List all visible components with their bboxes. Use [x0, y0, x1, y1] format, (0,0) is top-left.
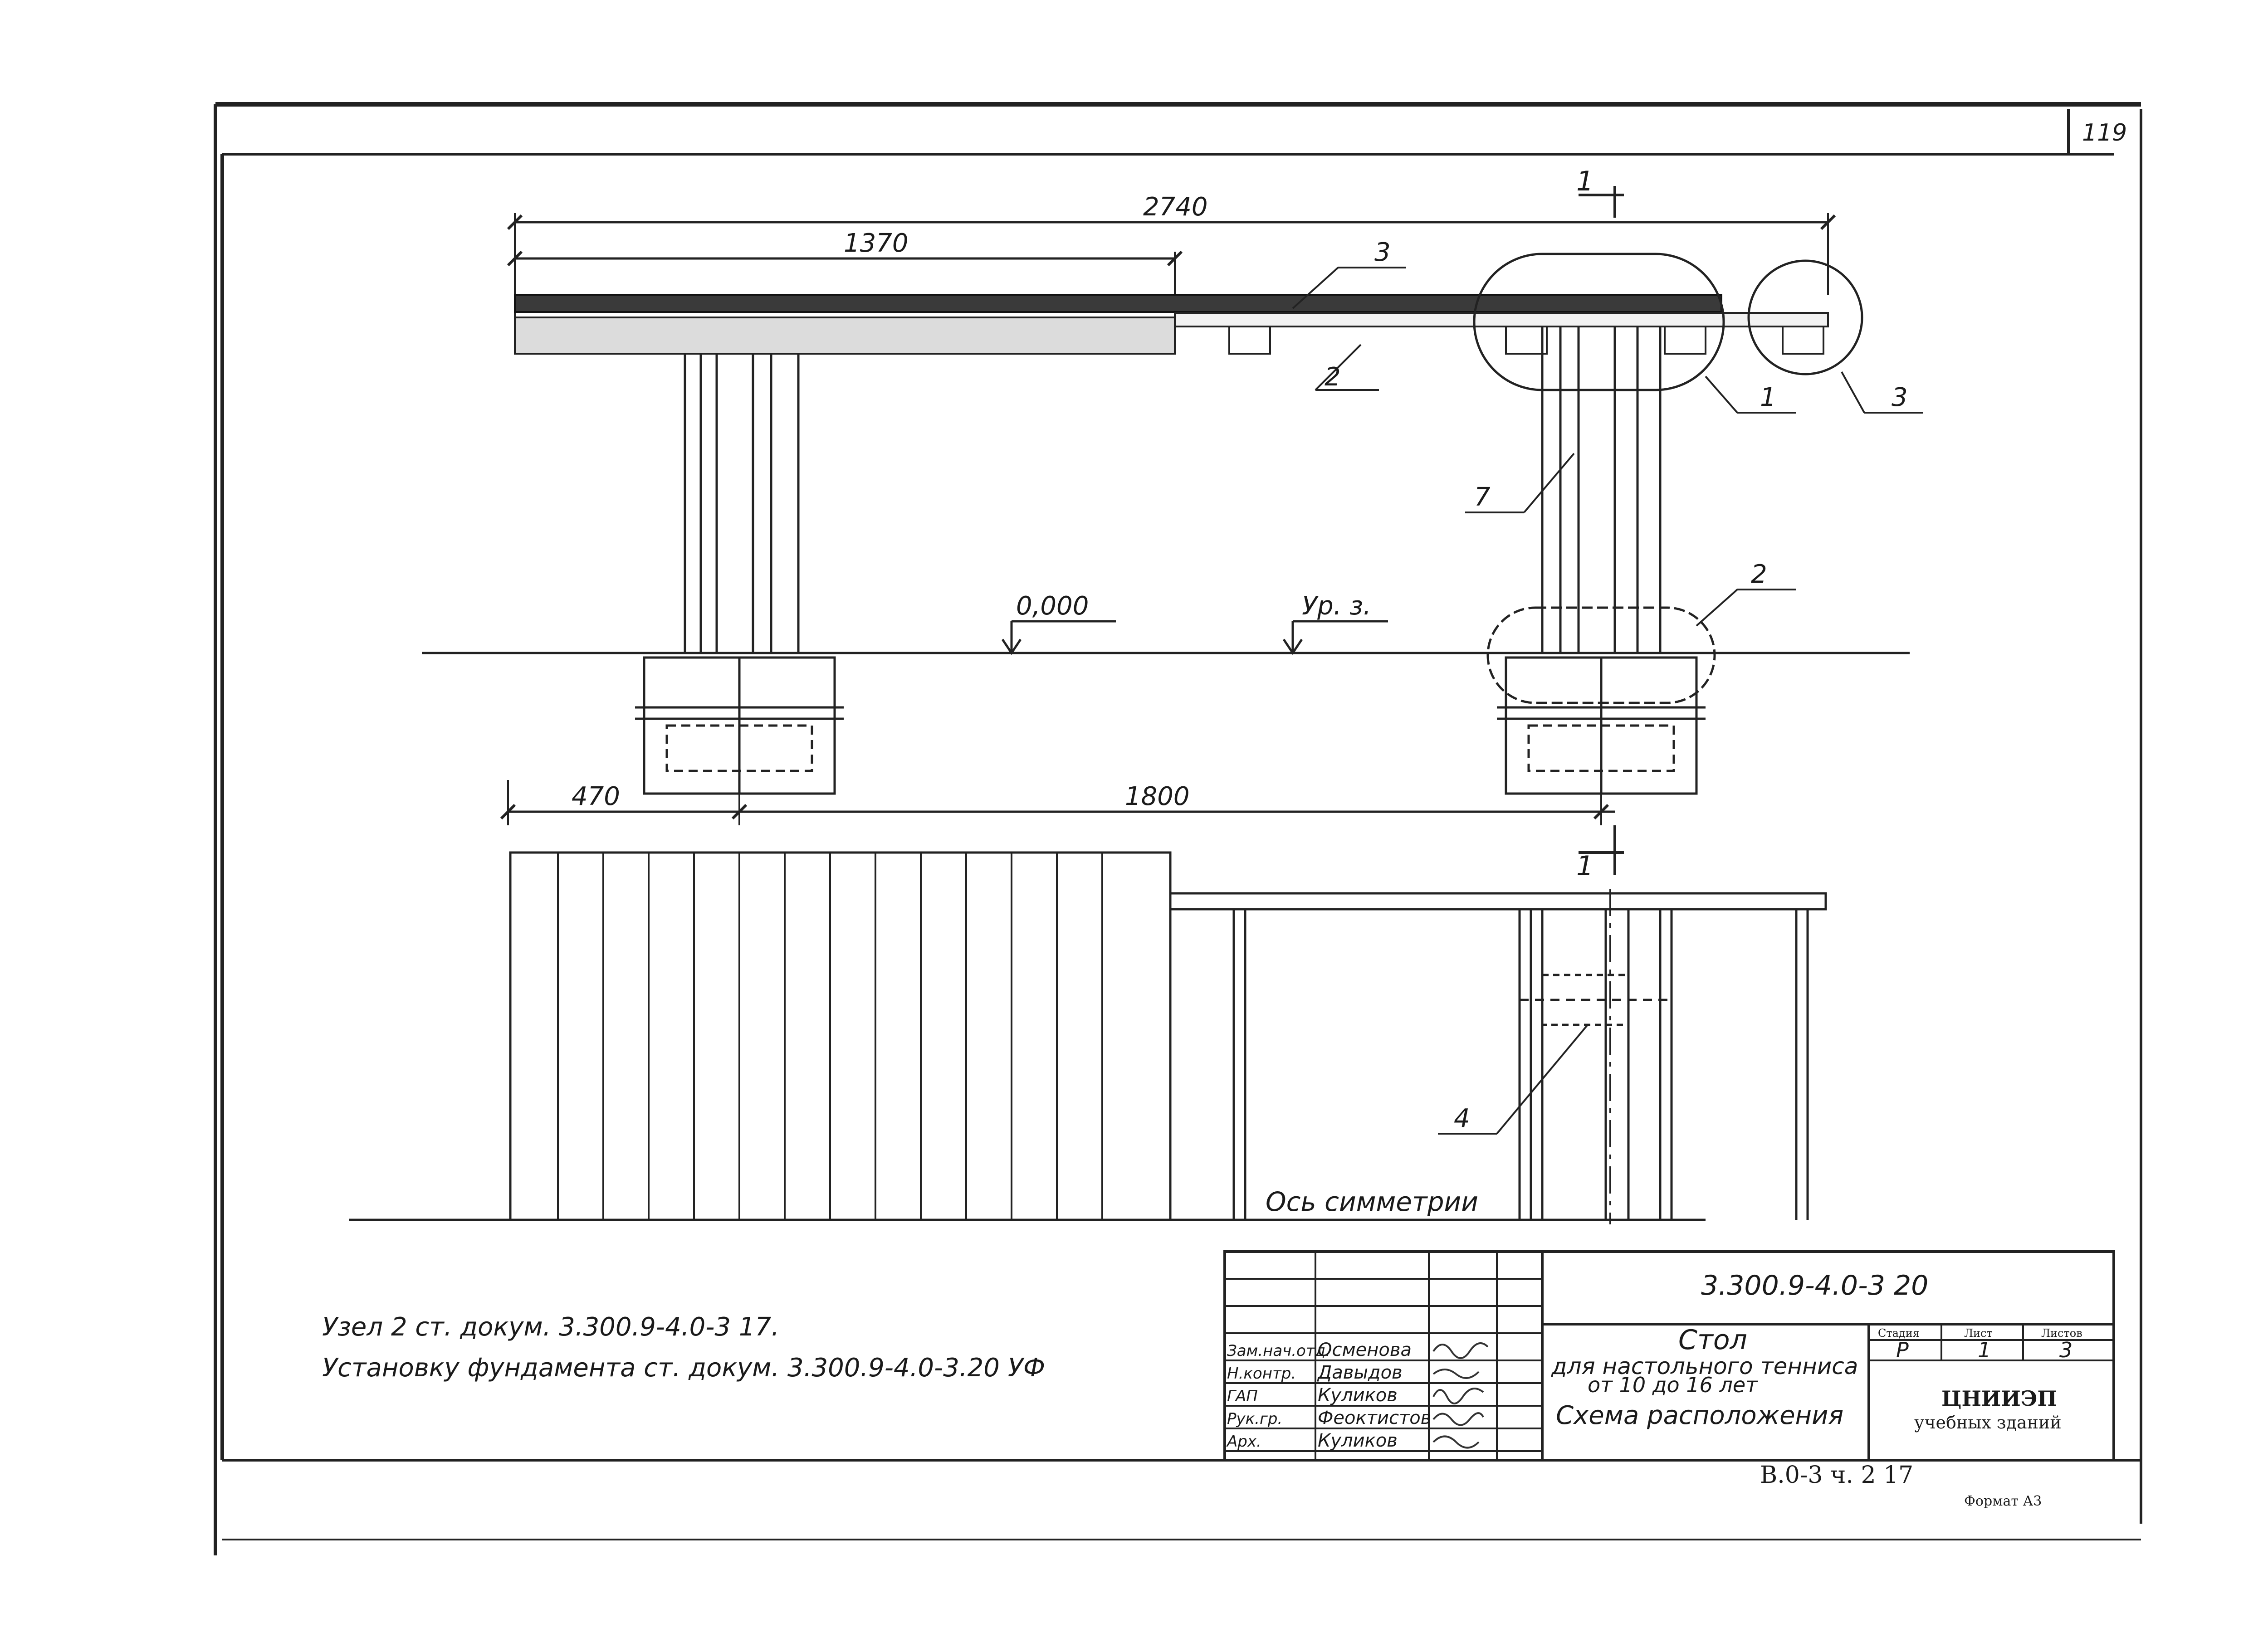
section-mark-top: [1579, 186, 1624, 218]
name-2: Давыдов: [1317, 1362, 1403, 1383]
section-mark-top-label: 1: [1576, 166, 1593, 197]
name-4: Феоктистов: [1318, 1408, 1431, 1428]
callout-4: 4: [1454, 1104, 1470, 1133]
note-line-1: Узел 2 ст. докум. 3.300.9-4.0-3 17.: [322, 1312, 779, 1342]
sheets-value: 3: [2059, 1338, 2072, 1362]
plank-lines: [557, 853, 1103, 1220]
dimension-span-label: 1800: [1125, 782, 1190, 811]
section-mark-bottom: [1579, 825, 1624, 875]
callout-leg-7: 7: [1474, 482, 1491, 512]
role-2: Н.контр.: [1227, 1364, 1296, 1383]
callout-3-top: 3: [1374, 238, 1391, 267]
plan-view: 2740 1370 1: [422, 166, 1923, 882]
elevation-view: [349, 851, 1827, 1224]
dimension-half-label: 1370: [844, 229, 909, 258]
stage-value: Р: [1896, 1338, 1909, 1362]
dimension-bottom: [500, 780, 1615, 825]
sheet-value: 1: [1978, 1338, 1991, 1362]
title-line-3: от 10 до 16 лет: [1588, 1373, 1758, 1397]
dimension-left-offset-label: 470: [572, 782, 620, 811]
document-code: 3.300.9-4.0-3 20: [1701, 1270, 1928, 1301]
role-4: Рук.гр.: [1227, 1410, 1282, 1428]
section-mark-bottom-label: 1: [1576, 850, 1593, 882]
name-1: Осменова: [1318, 1340, 1412, 1360]
level-zero-marker: [1001, 620, 1116, 655]
signatures: [1432, 1342, 1489, 1449]
callout-2-top: 2: [1325, 362, 1341, 392]
role-3: ГАП: [1227, 1387, 1258, 1405]
planks-panel: [509, 851, 1172, 1221]
note-line-2: Установку фундамента ст. докум. 3.300.9-…: [322, 1353, 1045, 1383]
sheet-frame: [214, 102, 2142, 1555]
callout-node-1: 1: [1760, 383, 1776, 412]
name-5: Куликов: [1318, 1430, 1398, 1451]
callout-node-2: 2: [1751, 560, 1767, 589]
role-5: Арх.: [1226, 1433, 1261, 1451]
level-zero-label: 0,000: [1016, 591, 1089, 621]
frame-blocks: [1228, 326, 1824, 355]
leg-left: [684, 354, 800, 653]
tabletop-elevation: [1169, 892, 1827, 911]
leg-right: [1541, 327, 1662, 653]
stage-header: Стадия: [1878, 1327, 1920, 1340]
title-line-2: для настольного тенниса: [1551, 1353, 1858, 1379]
sheet-header: Лист: [1964, 1327, 1993, 1340]
node-2-outline: [1486, 606, 1716, 704]
sheets-header: Листов: [2041, 1327, 2082, 1340]
foundation-left: [635, 656, 844, 795]
tabletop-frame-right: [1174, 312, 1829, 327]
title-line-4: Схема расположения: [1556, 1401, 1843, 1430]
foundation-right: [1497, 656, 1706, 795]
dimension-total-label: 2740: [1143, 192, 1208, 222]
center-support: [1518, 909, 1673, 1220]
org-line-2: учебных зданий: [1914, 1413, 2062, 1433]
page-number: 119: [2082, 119, 2127, 146]
org-line-1: ЦНИИЭП: [1941, 1386, 2057, 1411]
title-block-roles: Зам.нач.отд. Осменова Н.контр. Давыдов Г…: [1226, 1340, 1431, 1451]
level-ground-marker: [1282, 620, 1388, 655]
node-3-outline: [1747, 259, 1863, 375]
tabletop-section: [514, 294, 1722, 313]
title-block: [1223, 1250, 2115, 1462]
node-1-outline: [1473, 253, 1725, 391]
callout-node-3: 3: [1892, 383, 1908, 412]
archive-code: В.0-3 ч. 2 17: [1760, 1462, 1913, 1489]
name-3: Куликов: [1318, 1385, 1398, 1406]
format-label: Формат А3: [1964, 1493, 2042, 1509]
tabletop-frame-left: [514, 317, 1176, 355]
callout-leaders: [1292, 267, 1923, 627]
level-ground-label: Ур. з.: [1302, 591, 1371, 621]
symmetry-axis-label: Ось симметрии: [1266, 1186, 1478, 1217]
title-line-1: Стол: [1678, 1324, 1747, 1356]
role-1: Зам.нач.отд.: [1227, 1342, 1330, 1360]
